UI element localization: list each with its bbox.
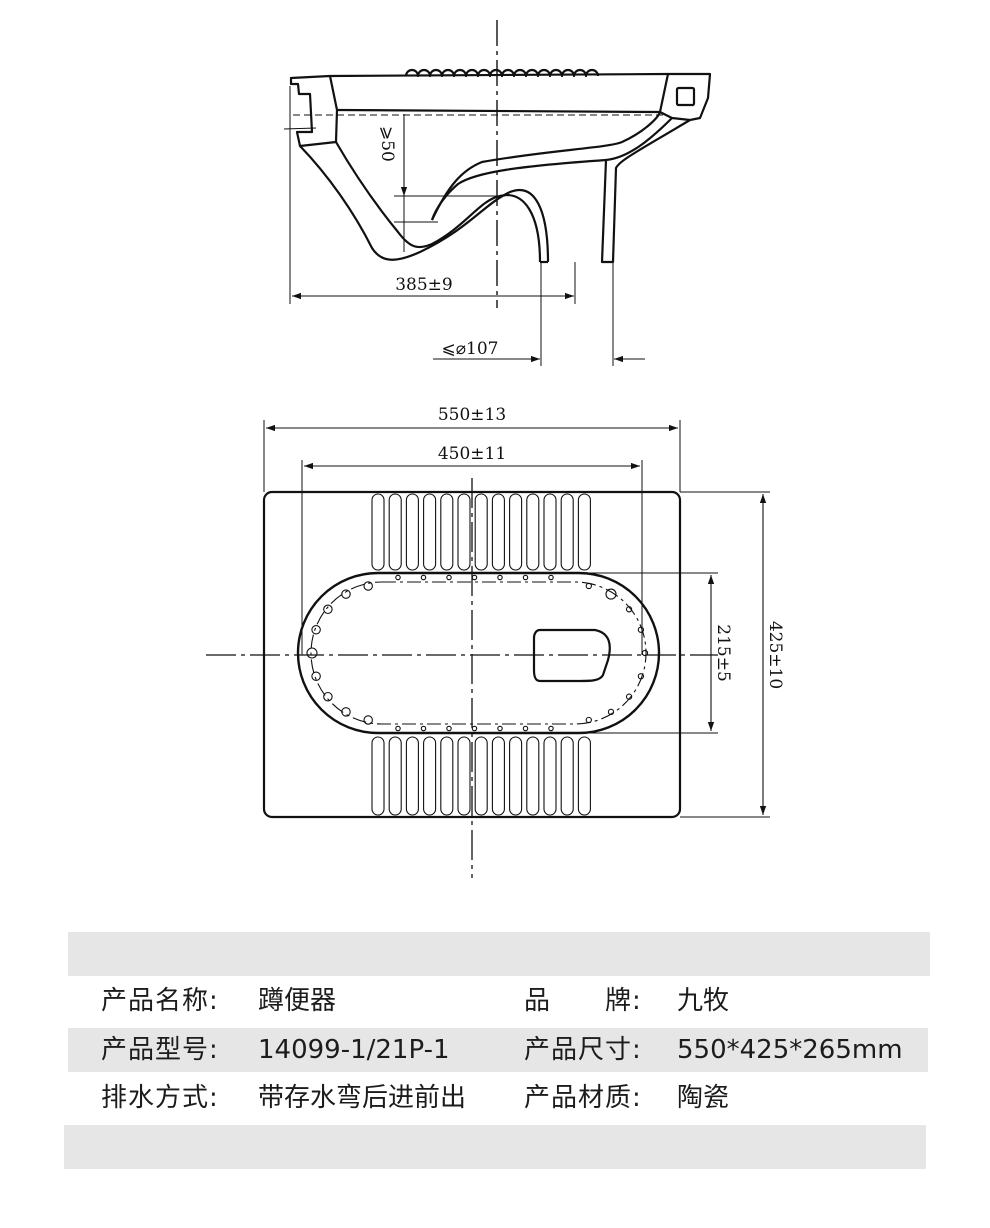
flush-hole [323,691,333,702]
overall-width-label: 550±13 [438,405,506,425]
spec-value-drain: 带存水弯后进前出 [258,1083,467,1113]
flush-hole [625,693,633,700]
spec-value-brand: 九牧 [677,986,730,1016]
flush-hole [446,725,452,732]
groove [577,736,591,816]
flush-hole [548,574,554,581]
groove [577,493,591,571]
groove [509,493,523,571]
groove [526,493,540,571]
depth-dimension-label: ⩾50 [377,126,397,162]
flush-hole [471,725,478,732]
groove [491,493,505,571]
groove [509,736,523,816]
flush-hole [341,707,351,717]
outlet-distance-label: 385±9 [395,275,453,295]
groove [405,736,419,816]
spec-value-name: 蹲便器 [258,986,337,1016]
spec-label-model: 产品型号: [101,1035,219,1065]
spec-label-brand: 品 牌: [524,986,642,1016]
trap-wall [431,111,662,221]
flush-hole [446,574,452,581]
flush-hole [363,715,373,725]
flush-hole [605,588,617,600]
flush-hole [306,647,318,659]
spec-band-row2 [68,1028,928,1072]
overall-depth-label: 425±10 [765,621,785,689]
flush-hole [363,581,373,591]
side-view [283,20,712,366]
groove [491,736,505,816]
groove [440,736,454,816]
flush-hole [311,624,321,635]
bowl-inner-line [310,581,647,725]
groove [423,736,437,816]
flush-hole [522,725,529,732]
left-rim [289,74,339,148]
spec-value-material: 陶瓷 [677,1083,730,1113]
flush-holes [306,574,649,732]
flush-hole [625,606,633,613]
flush-hole [497,725,503,732]
groove [457,493,471,571]
flush-hole [497,574,503,581]
flush-hole [585,582,592,590]
groove [371,736,385,816]
groove [526,736,540,816]
groove [560,736,574,816]
groove [457,736,471,816]
groove [423,493,437,571]
bowl-width-label: 215±5 [713,624,733,682]
groove [474,736,488,816]
top-rim [329,72,669,114]
bowl-outer [299,145,550,263]
outlet-diameter-label: ⩽⌀107 [442,339,499,359]
groove [474,493,488,571]
flush-hole [420,574,427,581]
bowl-rim-outer [296,571,661,735]
bowl-inner [335,141,542,263]
groove [405,493,419,571]
flush-hole [323,604,333,615]
spec-label-drain: 排水方式: [101,1083,219,1113]
groove [371,493,385,571]
flush-hole [395,574,401,581]
spec-label-material: 产品材质: [524,1083,642,1113]
groove [543,493,557,571]
spec-band-bottom [64,1125,926,1169]
flush-hole [607,708,615,716]
side-view-dimensions [292,118,645,363]
top-view [206,420,770,878]
groove [440,493,454,571]
groove [543,736,557,816]
spec-label-size: 产品尺寸: [524,1035,642,1065]
flush-hole [395,725,401,732]
flush-hole [522,574,529,581]
spec-band-top [68,932,930,976]
flush-hole [420,725,427,732]
anti-slip-grooves [371,493,591,816]
rear-leg [600,119,691,264]
flush-hole [548,725,554,732]
groove [388,736,402,816]
spec-value-size: 550*425*265mm [677,1035,903,1065]
groove [388,493,402,571]
flush-hole [311,671,321,682]
inner-width-label: 450±11 [438,444,506,464]
flush-hole [585,716,592,724]
technical-drawing: ⩾50 385±9 ⩽⌀107 550±13 450±11 215± [206,20,785,878]
spec-value-model: 14099-1/21P-1 [258,1035,450,1065]
flush-hole [637,626,645,633]
flush-hole [637,673,645,680]
groove [560,493,574,571]
right-rim [658,72,712,122]
flush-hole [341,589,351,599]
spec-label-name: 产品名称: [101,986,219,1016]
top-view-dimensions [266,424,767,815]
